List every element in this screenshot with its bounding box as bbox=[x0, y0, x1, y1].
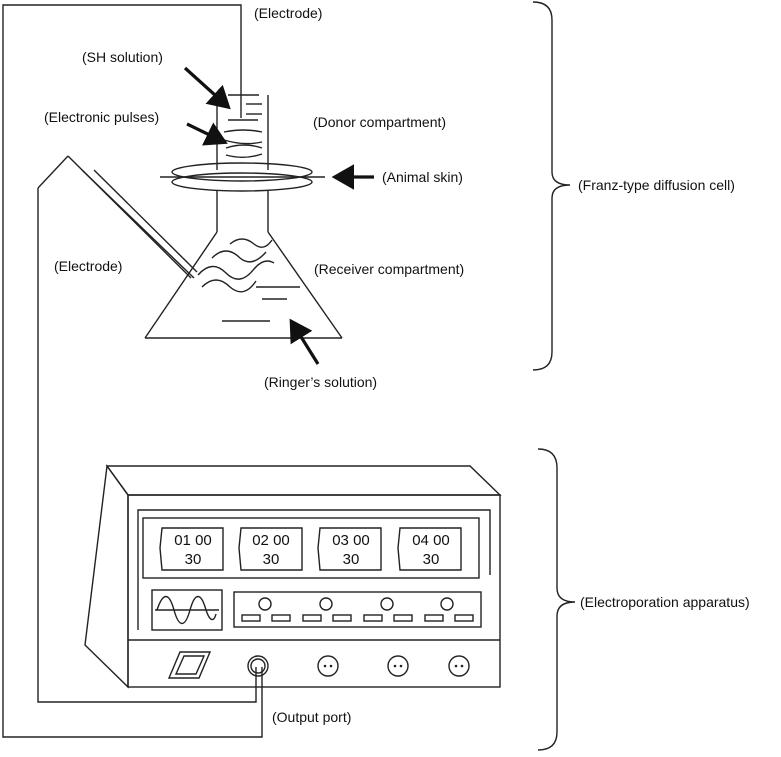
animal-skin-flange bbox=[160, 162, 325, 192]
brace-electroporation bbox=[537, 448, 576, 751]
electroporation-apparatus: 01 00 30 02 00 30 03 00 30 04 00 30 bbox=[84, 464, 502, 689]
power-switch-icon bbox=[167, 651, 212, 679]
label-electrode-left: (Electrode) bbox=[54, 258, 122, 274]
label-franz-cell: (Franz-type diffusion cell) bbox=[578, 177, 735, 193]
receiver-flask bbox=[144, 190, 343, 339]
receiver-pulses bbox=[197, 238, 275, 293]
knob-1 bbox=[258, 597, 272, 611]
output-port-socket bbox=[247, 655, 269, 677]
label-sh-solution: (SH solution) bbox=[82, 49, 163, 65]
display-4-line2: 30 bbox=[423, 551, 440, 568]
wire-loop bbox=[2, 4, 263, 738]
label-electroporation-apparatus: (Electroporation apparatus) bbox=[580, 594, 750, 610]
display-2-line2: 30 bbox=[263, 551, 280, 568]
socket-4 bbox=[448, 655, 470, 677]
label-ringers-solution: (Ringer’s solution) bbox=[264, 374, 377, 390]
label-output-port: (Output port) bbox=[272, 709, 351, 725]
arrow-electronic-pulses bbox=[186, 122, 228, 146]
display-panel bbox=[142, 517, 480, 579]
display-group: 01 00 30 02 00 30 03 00 30 04 00 30 bbox=[159, 527, 462, 571]
arrow-sh-solution bbox=[183, 66, 231, 110]
display-4 bbox=[397, 527, 462, 571]
display-2-line1: 02 00 bbox=[252, 532, 290, 549]
label-animal-skin: (Animal skin) bbox=[382, 169, 463, 185]
display-2 bbox=[238, 527, 303, 571]
arrow-ringers-solution bbox=[289, 318, 320, 365]
labels: (Electrode) (SH solution) (Electronic pu… bbox=[44, 5, 750, 725]
display-1-line1: 01 00 bbox=[174, 532, 212, 549]
display-3-line2: 30 bbox=[343, 551, 360, 568]
donor-tube bbox=[216, 94, 269, 170]
display-1-line2: 30 bbox=[185, 551, 202, 568]
inner-wire bbox=[37, 188, 257, 703]
display-3-line1: 03 00 bbox=[332, 532, 370, 549]
left-electrode bbox=[37, 155, 198, 279]
display-1 bbox=[159, 527, 224, 571]
socket-2 bbox=[317, 655, 339, 677]
display-4-line1: 04 00 bbox=[412, 532, 450, 549]
device-front bbox=[127, 494, 501, 688]
socket-3 bbox=[387, 655, 409, 677]
label-receiver-compartment: (Receiver compartment) bbox=[314, 261, 464, 277]
device-top bbox=[105, 465, 502, 496]
device-side bbox=[84, 464, 129, 689]
socket-icon bbox=[247, 655, 470, 677]
brace-franz-cell bbox=[532, 1, 571, 371]
label-electrode-top: (Electrode) bbox=[254, 5, 322, 21]
pointer-arrows bbox=[183, 66, 374, 365]
label-electronic-pulses: (Electronic pulses) bbox=[44, 109, 159, 125]
sine-wave-icon bbox=[151, 589, 223, 631]
knob-2 bbox=[319, 597, 333, 611]
display-3 bbox=[317, 527, 382, 571]
outer-wire bbox=[2, 4, 263, 738]
control-row bbox=[233, 591, 482, 628]
donor-pulses bbox=[223, 129, 263, 158]
knob-3 bbox=[380, 597, 394, 611]
label-donor-compartment: (Donor compartment) bbox=[313, 114, 446, 130]
knob-4 bbox=[440, 597, 454, 611]
